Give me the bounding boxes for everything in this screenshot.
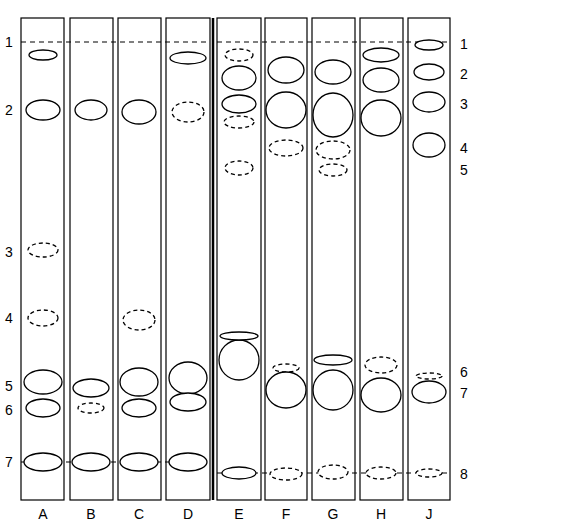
lane-letter: H [376, 507, 386, 521]
lane-letter: C [134, 507, 144, 521]
spot-number: 3 [460, 97, 468, 111]
lane-letter: F [282, 507, 291, 521]
spot-number: 1 [460, 37, 468, 51]
lane-letter: D [183, 507, 193, 521]
spot-number: 6 [5, 403, 13, 417]
lane-letter: G [328, 507, 339, 521]
spot-number: 2 [5, 103, 13, 117]
spot-number: 7 [5, 455, 13, 469]
lane-letter: A [38, 507, 47, 521]
spot-number: 2 [460, 67, 468, 81]
spot-number: 4 [460, 141, 468, 155]
spot-number: 5 [5, 379, 13, 393]
lane-letter: E [234, 507, 243, 521]
spot-number: 3 [5, 245, 13, 259]
spot-number: 1 [5, 35, 13, 49]
spot-number: 7 [460, 386, 468, 400]
spot-number: 6 [460, 365, 468, 379]
lane-letter: J [426, 507, 433, 521]
spot-number: 4 [5, 311, 13, 325]
spot-number: 8 [460, 467, 468, 481]
spot-number: 5 [460, 163, 468, 177]
lane-letter: B [86, 507, 95, 521]
